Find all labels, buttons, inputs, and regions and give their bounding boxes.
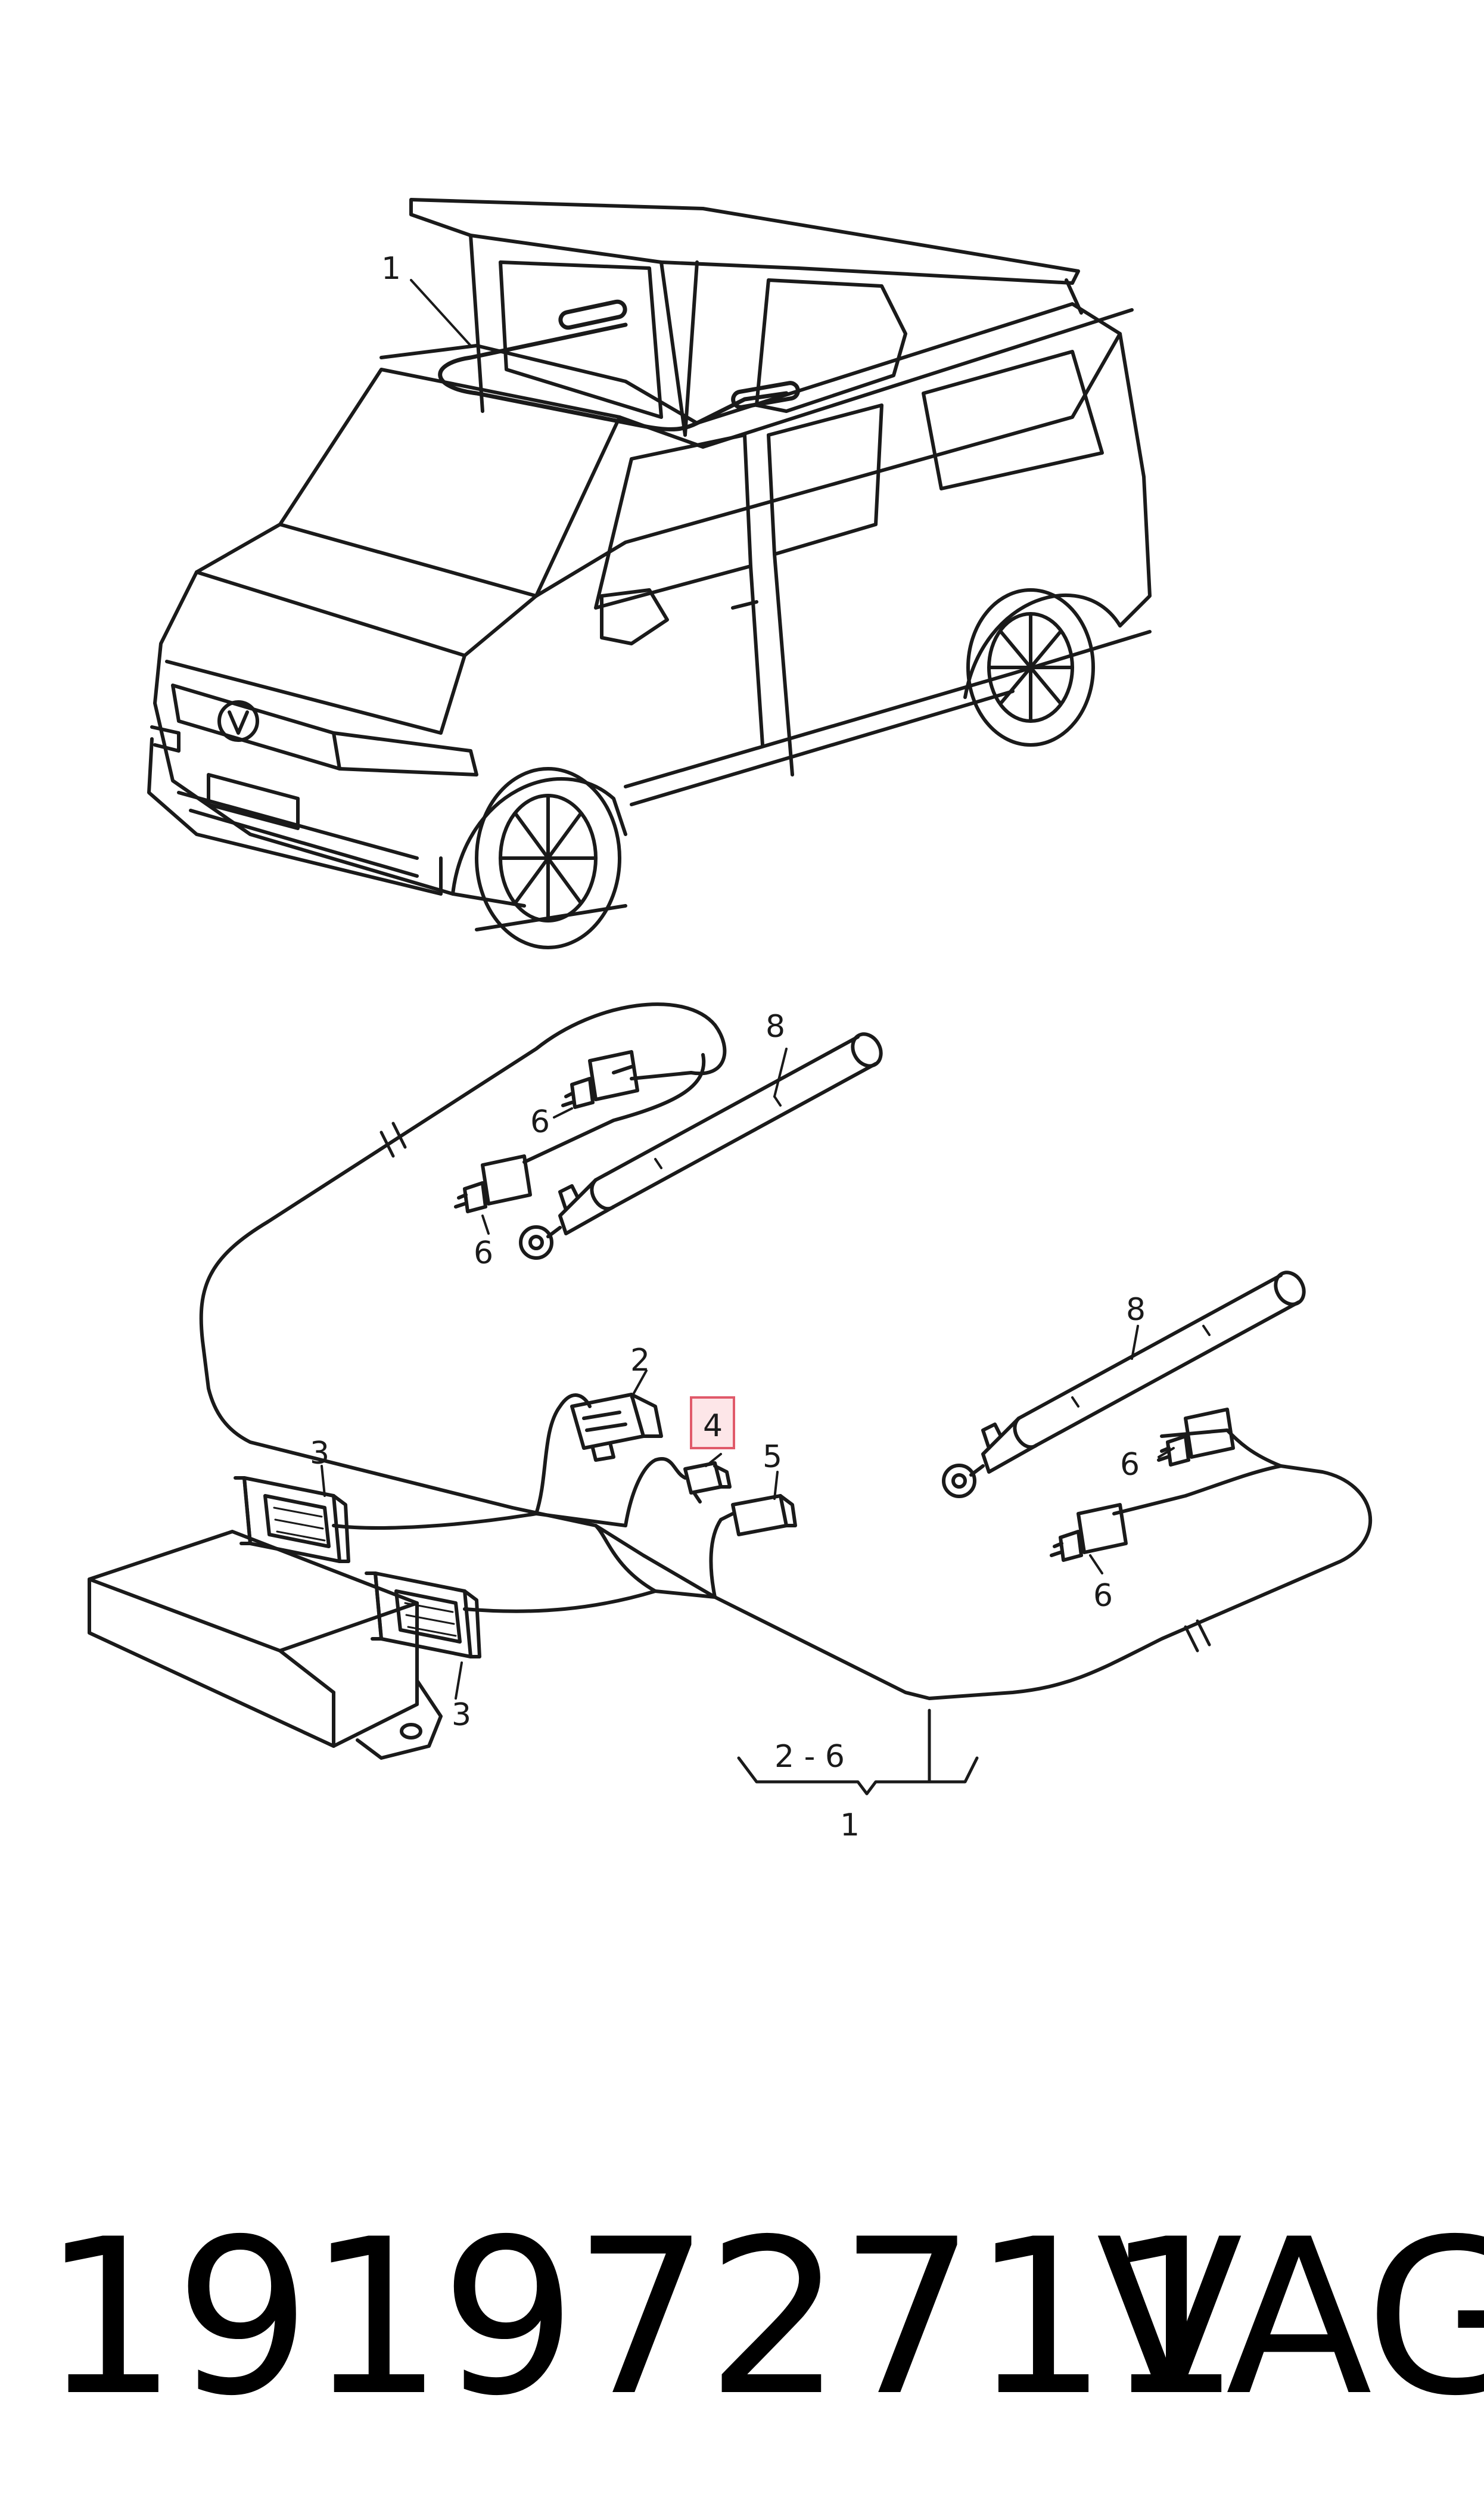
connector-4-plug [683,1461,732,1504]
connector-3a-multipin [234,1476,350,1563]
callout-3-upper: 3 [310,1436,329,1471]
callout-2: 2 [630,1343,650,1378]
callout-6-right-upper: 6 [1120,1447,1140,1483]
callout-5: 5 [763,1439,782,1475]
leader-lines [321,1048,1175,1700]
connector-5-plug [731,1494,797,1536]
connector-6b-plug [454,1154,532,1213]
control-unit-box [88,1530,443,1760]
callout-1-main: 1 [840,1807,860,1843]
gas-strut-8b [942,1271,1306,1498]
connector-6c-plug [1157,1408,1235,1467]
callout-6-right-lower: 6 [1093,1578,1113,1614]
gas-strut-8a [519,1032,883,1260]
callout-8-lower: 8 [1126,1292,1146,1328]
brand-name: VAG [1096,2193,1484,2443]
callout-1-roof: 1 [381,251,401,287]
callout-4: 4 [703,1408,723,1444]
callout-range-2-6: 2 - 6 [774,1739,845,1775]
roof-wiring-harness [410,279,800,431]
connector-2-socket [570,1393,663,1462]
callout-labels: 1 8 6 6 2 3 4 5 3 8 6 6 2 - 6 1 [310,251,1146,1843]
callout-6-left: 6 [474,1235,493,1271]
callout-6-upper: 6 [530,1104,550,1140]
callout-3-lower: 3 [452,1697,471,1733]
connector-6a-plug [561,1050,639,1109]
callout-4-highlight [690,1396,735,1449]
callout-8-upper: 8 [766,1009,785,1045]
van-illustration [147,198,1152,949]
connector-6d-plug [1050,1503,1128,1562]
part-number: 191972711 [42,2193,1241,2443]
main-wiring-harness [88,1002,1373,1796]
